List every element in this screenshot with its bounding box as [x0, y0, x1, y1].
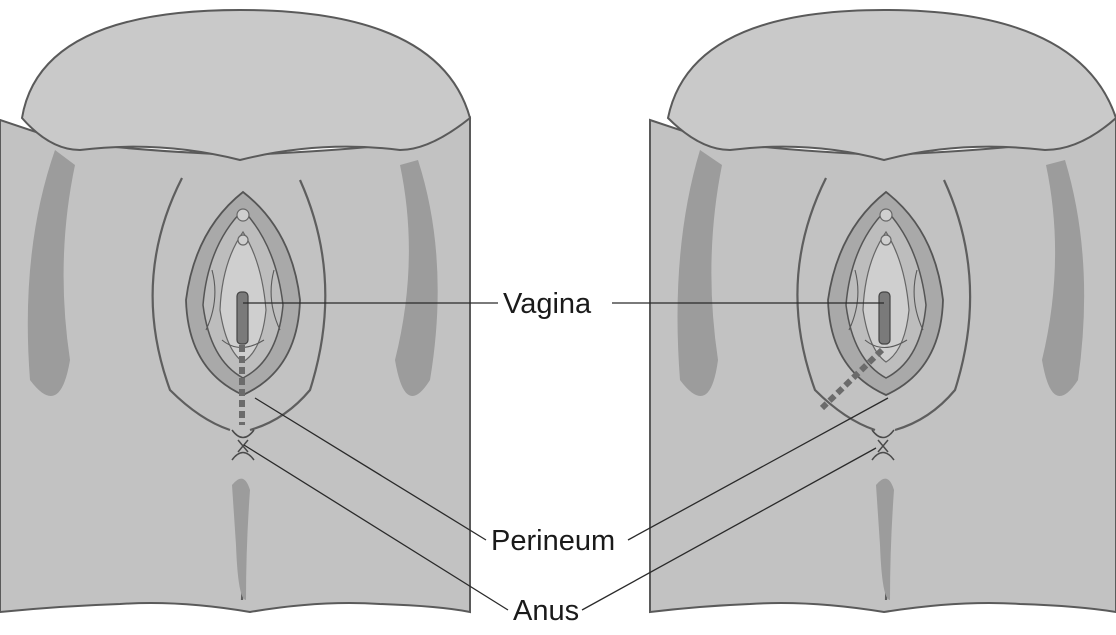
- vagina-label: Vagina: [503, 288, 592, 320]
- perineum-label: Perineum: [491, 525, 615, 557]
- left-illustration-midline: [0, 10, 470, 612]
- right-illustration-mediolateral: [650, 10, 1116, 612]
- anus-label: Anus: [513, 595, 579, 627]
